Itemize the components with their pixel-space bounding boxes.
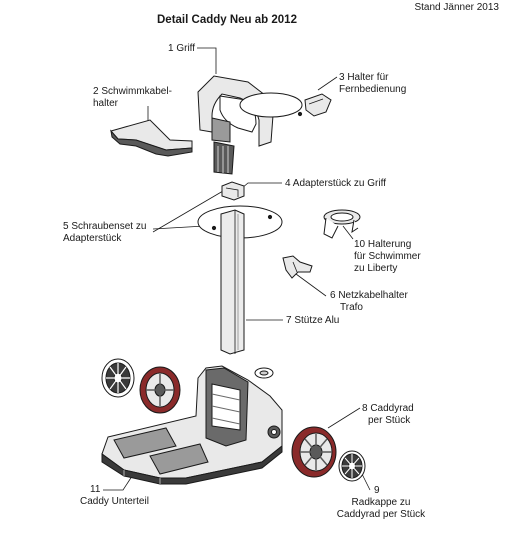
- label-line: für Schwimmer: [354, 251, 421, 262]
- part-stuetze-alu: [220, 209, 245, 355]
- label-line: 4 Adapterstück zu Griff: [285, 178, 386, 189]
- leader-5a-schraubenset: [152, 225, 206, 230]
- diagram-title: Detail Caddy Neu ab 2012: [157, 14, 297, 26]
- leader-10-halterung: [342, 225, 354, 240]
- label-line: Radkappe zu: [351, 497, 411, 508]
- label-2-schwimmkabelhalter: 2 Schwimmkabel- halter: [93, 86, 172, 110]
- label-line: 1 Griff: [168, 43, 196, 54]
- label-7-stuetze-alu: 7 Stütze Alu: [286, 315, 339, 327]
- label-4-adapterstueck: 4 Adapterstück zu Griff: [285, 178, 386, 190]
- label-line: Trafo: [340, 302, 363, 313]
- part-griff: [197, 75, 275, 175]
- part-caddy-unterteil: [101, 365, 283, 485]
- part-small-disc: [254, 367, 274, 379]
- part-caddyrad-right: [291, 426, 337, 478]
- label-line: 6 Netzkabelhalter: [330, 290, 408, 301]
- leader-4-adapterstueck: [241, 182, 282, 189]
- label-line: 2 Schwimmkabel-: [93, 86, 172, 97]
- part-adapterstueck: [221, 181, 245, 201]
- label-line: zu Liberty: [354, 263, 398, 274]
- label-5-schraubenset: 5 Schraubenset zu Adapterstück: [63, 221, 146, 245]
- stand-date: Stand Jänner 2013: [414, 2, 499, 13]
- label-9-radkappe: 9 Radkappe zu Caddyrad per Stück: [334, 485, 428, 521]
- part-radkappe-left: [101, 358, 135, 398]
- part-radkappe-right: [338, 450, 366, 482]
- leader-1-griff: [197, 47, 217, 74]
- leader-3-halter-fernbedienung: [317, 76, 338, 91]
- label-line: per Stück: [368, 415, 411, 426]
- part-netzkabelhalter: [282, 255, 313, 279]
- label-line: 3 Halter für: [339, 72, 389, 83]
- label-line: 11: [90, 484, 101, 495]
- part-halterung-schwimmer: [323, 209, 361, 239]
- part-caddyrad-left: [139, 366, 181, 414]
- label-line: 8 Caddyrad: [362, 403, 414, 414]
- label-line: Adapterstück: [63, 233, 122, 244]
- label-line: halter: [93, 98, 119, 109]
- label-line: 9: [374, 485, 380, 496]
- part-halter-fernbedienung: [239, 92, 332, 118]
- label-10-halterung: 10 Halterung für Schwimmer zu Liberty: [354, 239, 421, 275]
- label-1-griff: 1 Griff: [168, 43, 195, 55]
- leader-8-caddyrad: [327, 407, 361, 429]
- label-line: Caddyrad per Stück: [336, 509, 426, 520]
- part-schwimmkabelhalter: [110, 119, 193, 157]
- leader-6-netzkabelhalter: [295, 273, 327, 297]
- label-line: Fernbedienung: [339, 84, 407, 95]
- label-3-halter-fernbedienung: 3 Halter für Fernbedienung: [339, 72, 406, 96]
- label-6-netzkabelhalter: 6 Netzkabelhalter Trafo: [330, 290, 408, 314]
- leader-5b-schraubenset: [152, 190, 224, 233]
- label-line: Caddy Unterteil: [80, 496, 149, 507]
- label-11-caddy-unterteil: 11 Caddy Unterteil: [80, 484, 149, 508]
- label-line: 7 Stütze Alu: [286, 315, 340, 326]
- label-line: 10 Halterung: [354, 239, 412, 250]
- label-8-caddyrad: 8 Caddyrad per Stück: [362, 403, 414, 427]
- label-line: 5 Schraubenset zu: [63, 221, 147, 232]
